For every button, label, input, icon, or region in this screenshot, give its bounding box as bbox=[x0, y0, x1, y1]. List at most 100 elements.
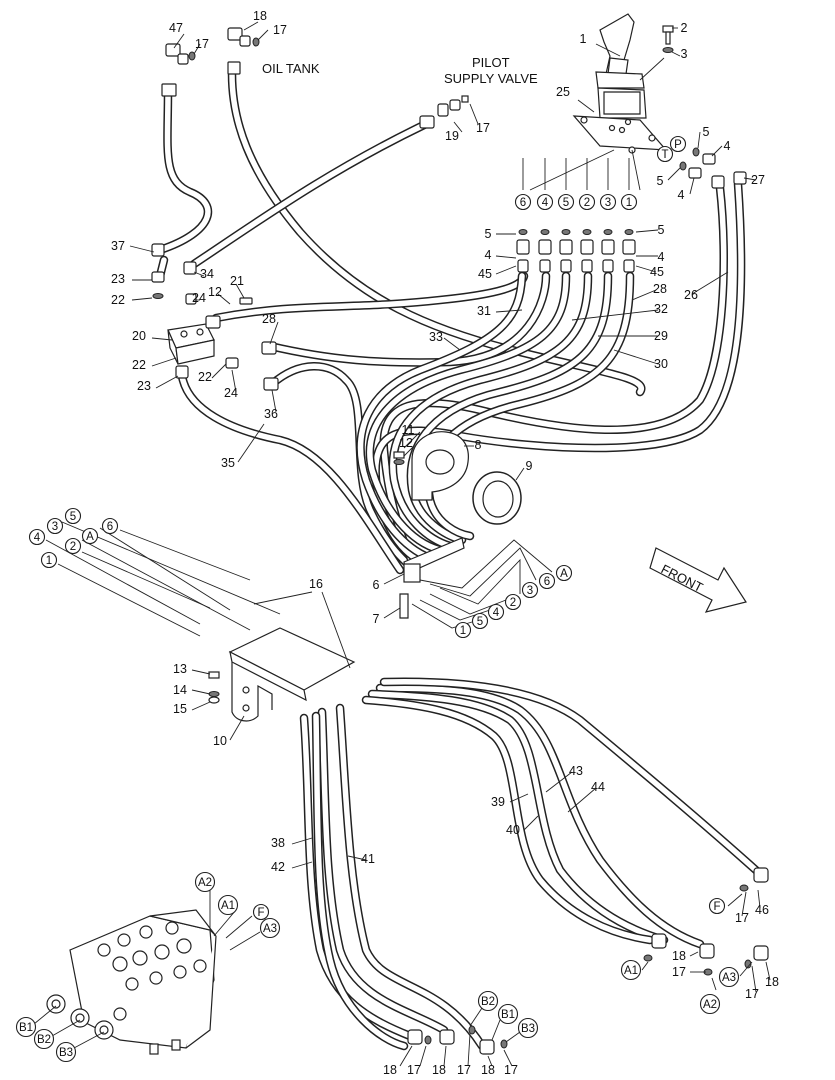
hose-nut-icon bbox=[517, 259, 529, 273]
adapter-icon bbox=[601, 239, 615, 255]
marker-m6a: 6 bbox=[520, 197, 526, 209]
callout-l22a: 22 bbox=[111, 293, 125, 307]
marker-mA2a: A2 bbox=[198, 877, 212, 889]
hose-inner-11 bbox=[357, 273, 525, 561]
marker-circle-mB1a bbox=[497, 1003, 519, 1025]
hose-inner-17 bbox=[369, 691, 667, 943]
callout-l4c: 4 bbox=[485, 248, 492, 262]
hose-inner-5 bbox=[213, 273, 527, 321]
hose-22 bbox=[335, 703, 487, 1051]
marker-m2a: 2 bbox=[584, 197, 590, 209]
marker-circle-mA2a bbox=[194, 871, 216, 893]
hose-inner-20 bbox=[301, 715, 413, 1039]
callout-l24b: 24 bbox=[224, 386, 238, 400]
hose-clamp-bracket-8 bbox=[393, 431, 469, 501]
marker-mAb: A bbox=[560, 568, 568, 580]
callout-l17i: 17 bbox=[504, 1063, 518, 1077]
marker-mB1a: B1 bbox=[501, 1009, 515, 1021]
marker-circle-mAb bbox=[555, 564, 573, 582]
oring-icon bbox=[624, 229, 634, 235]
marker-circle-m6b bbox=[101, 517, 119, 535]
callout-l16: 16 bbox=[309, 577, 323, 591]
callout-l24a: 24 bbox=[192, 291, 206, 305]
callout-l18f: 18 bbox=[481, 1063, 495, 1077]
leader-lines bbox=[33, 21, 771, 1067]
hose-inner-13 bbox=[390, 273, 591, 549]
callout-l18c: 18 bbox=[765, 975, 779, 989]
callout-l45b: 45 bbox=[650, 265, 664, 279]
hose-inner-16 bbox=[377, 685, 703, 947]
callout-l35: 35 bbox=[221, 456, 235, 470]
marker-circle-m1a bbox=[620, 193, 638, 211]
marker-circle-m3b bbox=[46, 517, 64, 535]
fitting-19-icon bbox=[419, 95, 469, 129]
callout-l37: 37 bbox=[111, 239, 125, 253]
fitting-18-top-icon bbox=[227, 27, 260, 75]
marker-mAa: A bbox=[86, 531, 94, 543]
callout-l43: 43 bbox=[569, 764, 583, 778]
callout-l47: 47 bbox=[169, 21, 183, 35]
marker-mFb: F bbox=[713, 901, 720, 913]
callout-l9: 9 bbox=[526, 459, 533, 473]
marker-m6b: 6 bbox=[107, 521, 113, 533]
marker-circle-m5a bbox=[557, 193, 575, 211]
hose-inner-3 bbox=[191, 121, 429, 267]
callout-l45a: 45 bbox=[478, 267, 492, 281]
callout-l41: 41 bbox=[361, 852, 375, 866]
marker-mF: F bbox=[257, 907, 264, 919]
marker-m6c: 6 bbox=[544, 576, 550, 588]
oring-icon bbox=[603, 229, 613, 235]
marker-m1c: 1 bbox=[460, 625, 466, 637]
joystick-assembly bbox=[572, 13, 668, 154]
marker-mB1b: B1 bbox=[19, 1022, 33, 1034]
hose-inner-19 bbox=[381, 679, 761, 875]
hose-inner-14 bbox=[408, 273, 611, 543]
callout-l3: 3 bbox=[681, 47, 688, 61]
marker-circle-m3a bbox=[599, 193, 617, 211]
callout-l17c: 17 bbox=[476, 121, 490, 135]
marker-m3c: 3 bbox=[527, 585, 533, 597]
callout-l17e: 17 bbox=[672, 965, 686, 979]
adapter-icon bbox=[580, 239, 594, 255]
marker-circle-mA3b bbox=[718, 966, 740, 988]
callout-l28a: 28 bbox=[653, 282, 667, 296]
bolt-2-icon bbox=[662, 25, 674, 53]
hose-inner-22 bbox=[337, 705, 485, 1049]
callout-l17a: 17 bbox=[273, 23, 287, 37]
hose-inner-1 bbox=[157, 89, 211, 253]
callout-l18b: 18 bbox=[672, 949, 686, 963]
hose-inner-12 bbox=[367, 273, 569, 553]
marker-circle-mA3a bbox=[259, 917, 281, 939]
marker-circle-m6a bbox=[514, 193, 532, 211]
callout-l26: 26 bbox=[684, 288, 698, 302]
hose-inner-18 bbox=[363, 697, 653, 943]
marker-circle-m2a bbox=[578, 193, 596, 211]
oil-tank-caption: OIL TANK bbox=[262, 61, 320, 76]
marker-mB3b: B3 bbox=[59, 1047, 73, 1059]
callout-l33: 33 bbox=[429, 330, 443, 344]
hose-inner-8 bbox=[179, 373, 403, 573]
oring-icon bbox=[540, 229, 550, 235]
callout-l25: 25 bbox=[556, 85, 570, 99]
callout-l36: 36 bbox=[264, 407, 278, 421]
marker-m1b: 1 bbox=[46, 555, 52, 567]
marker-circle-m2b bbox=[64, 537, 82, 555]
callout-l22b: 22 bbox=[132, 358, 146, 372]
hose-inner-21 bbox=[319, 709, 447, 1033]
hose-nut-icon bbox=[581, 259, 593, 273]
fitting-47-icon bbox=[161, 43, 196, 97]
callout-l23a: 23 bbox=[111, 272, 125, 286]
marker-circle-mB2a bbox=[477, 990, 499, 1012]
callout-l21: 21 bbox=[230, 274, 244, 288]
callout-l1: 1 bbox=[580, 32, 587, 46]
marker-m4a: 4 bbox=[542, 197, 549, 209]
oring-icon bbox=[561, 229, 571, 235]
marker-circle-m4a bbox=[536, 193, 554, 211]
marker-circle-mB3a bbox=[517, 1017, 539, 1039]
marker-mA3a: A3 bbox=[263, 923, 277, 935]
hose-inner-15 bbox=[425, 273, 633, 539]
hose-nut-icon bbox=[623, 259, 635, 273]
marker-circle-mA2b bbox=[699, 993, 721, 1015]
